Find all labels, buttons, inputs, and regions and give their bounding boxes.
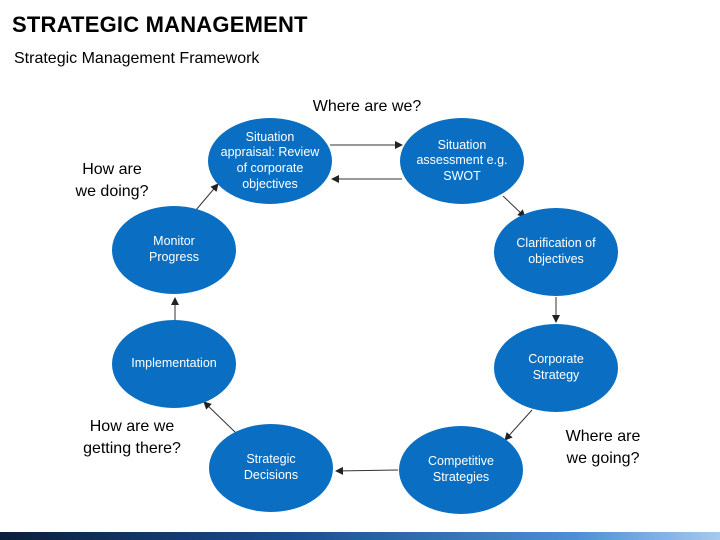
arrow-monitor-to-appraisal: [195, 183, 219, 211]
question-how-are-we-doing: How are we doing?: [75, 161, 149, 200]
node-monitor-progress: Monitor Progress: [112, 206, 236, 294]
node-label: Implementation: [131, 356, 217, 371]
node-implementation: Implementation: [112, 320, 236, 408]
node-label: Clarification of objectives: [516, 236, 596, 266]
question-how-are-we-getting-there: How are we getting there?: [83, 418, 181, 457]
node-clarification-of-objectives: Clarification of objectives: [494, 208, 618, 296]
arrow-decisions-to-implementation: [203, 401, 237, 434]
node-label: Situation assessment e.g. SWOT: [416, 137, 508, 183]
node-label: Competitive Strategies: [428, 454, 494, 484]
node-label: Strategic Decisions: [243, 452, 299, 482]
node-situation-appraisal: Situation appraisal: Review of corporate…: [208, 118, 332, 204]
question-where-are-we: Where are we?: [312, 98, 422, 115]
arrow-assessment-to-clarification: [502, 195, 526, 218]
node-corporate-strategy: Corporate Strategy: [494, 324, 618, 412]
node-label: Situation appraisal: Review of corporate…: [220, 129, 320, 191]
node-competitive-strategies: Competitive Strategies: [399, 426, 523, 514]
node-label: Corporate Strategy: [528, 352, 584, 382]
arrow-competitive-to-decisions: [335, 466, 399, 475]
node-label: Monitor Progress: [148, 234, 200, 264]
node-situation-assessment: Situation assessment e.g. SWOT: [400, 118, 524, 204]
node-strategic-decisions: Strategic Decisions: [209, 424, 333, 512]
page-title: STRATEGIC MANAGEMENT: [12, 12, 308, 37]
question-where-are-we-going: Where are we going?: [565, 428, 641, 467]
page-subtitle: Strategic Management Framework: [14, 50, 260, 67]
arrow-corporate-to-competitive: [504, 409, 533, 441]
bottom-gradient-bar: [0, 532, 720, 540]
